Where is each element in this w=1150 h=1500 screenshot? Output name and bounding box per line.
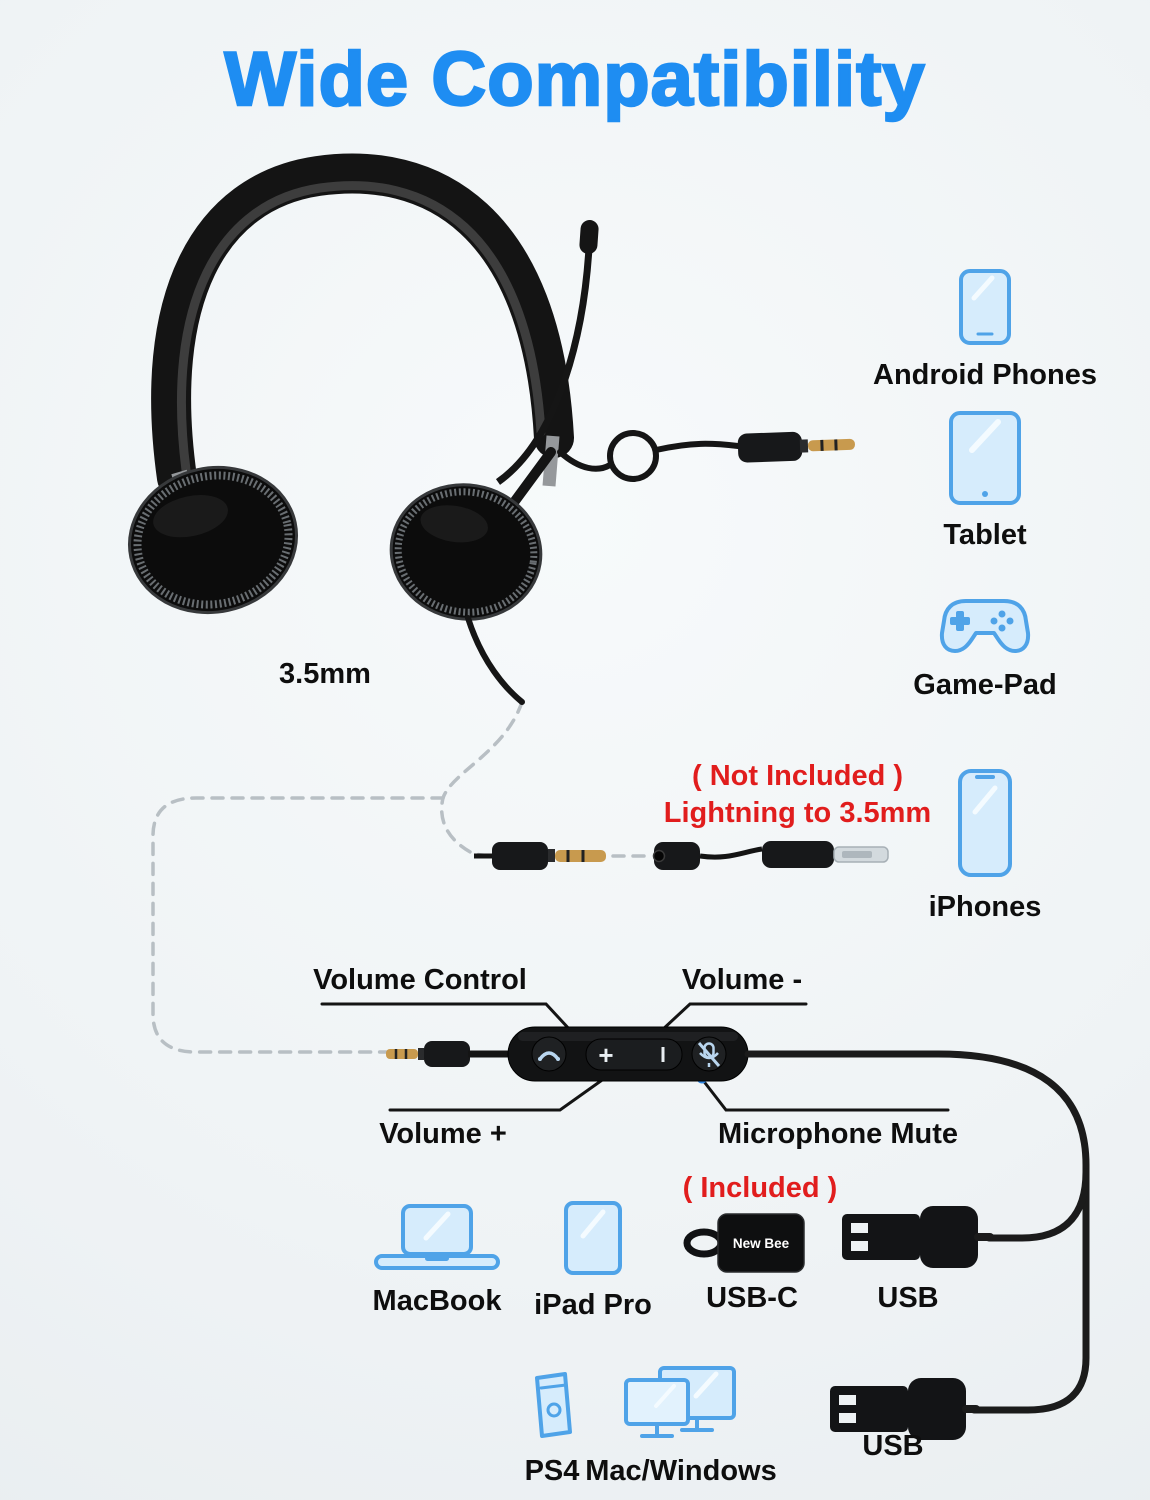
usb-label-row1: USB [877,1282,939,1314]
macbook-icon [374,1204,500,1270]
mic-mute-label: Microphone Mute [717,1118,959,1150]
included-note: ( Included ) [682,1172,838,1204]
device-label: PS4 [524,1455,580,1487]
gamepad-icon [939,599,1031,653]
usb-c-adapter-icon: New Bee [683,1213,805,1273]
volume-minus-label: Volume - [681,964,803,996]
not-included-line: ( Not Included ) [691,760,904,792]
device-label: Android Phones [873,359,1097,391]
usb-c-brand-text: New Bee [733,1236,790,1251]
device-macbook: MacBook [357,1204,517,1318]
jack-size-label: 3.5mm [279,658,371,690]
main-cable [744,1050,1090,1414]
ipad-icon [564,1201,622,1275]
volume-plus-label: Volume + [379,1118,507,1150]
pointer-lines [320,1002,950,1112]
device-label: iPhones [928,891,1042,923]
ps4-icon [535,1372,572,1438]
lightning-adapter-icon [652,841,889,870]
not-included-note: ( Not Included ) Lightning to 3.5mm [640,758,955,832]
device-label: Tablet [943,519,1027,551]
device-gamepad: Game-Pad [835,594,1135,702]
right-ear-cup [389,483,543,621]
male-plug-icon [474,842,606,870]
lightning-adapter-line: Lightning to 3.5mm [663,797,932,829]
volume-rocker: + [585,1038,683,1071]
mic-mute-button [691,1036,727,1072]
monitors-icon [624,1366,736,1438]
headset-plug-3-5mm [737,431,855,463]
device-mac-windows: Mac/Windows [585,1366,777,1488]
usb-plug-icon [830,1378,980,1440]
page-title: Wide Compatibility [223,36,926,123]
headset-illustration [127,153,855,705]
device-label: Mac/Windows [585,1455,777,1487]
dashed-connection-lines [151,700,653,1054]
call-button [531,1036,567,1072]
device-label: iPad Pro [534,1289,652,1321]
device-label: Game-Pad [913,669,1057,701]
tablet-icon [949,411,1021,505]
device-ps4: PS4 [472,1370,632,1488]
rocker-plus-glyph: + [598,1040,613,1070]
volume-control-label: Volume Control [313,964,527,996]
iphone-icon [958,769,1012,877]
microphone-boom [495,220,599,485]
device-ipad-pro: iPad Pro [513,1200,673,1322]
usb-label-row2: USB [862,1430,924,1462]
remote-plug-icon [386,1041,512,1067]
device-android-phones: Android Phones [835,268,1135,392]
left-ear-cup [127,465,299,615]
headset-cable [465,430,741,705]
android-phone-icon [959,269,1011,345]
inline-remote-control: + [507,1026,749,1082]
usb-plug-icon [842,1206,994,1268]
usb-c-label: USB-C [706,1282,798,1314]
device-iphones: iPhones [835,768,1135,924]
device-label: MacBook [372,1285,502,1317]
device-tablet: Tablet [835,410,1135,552]
